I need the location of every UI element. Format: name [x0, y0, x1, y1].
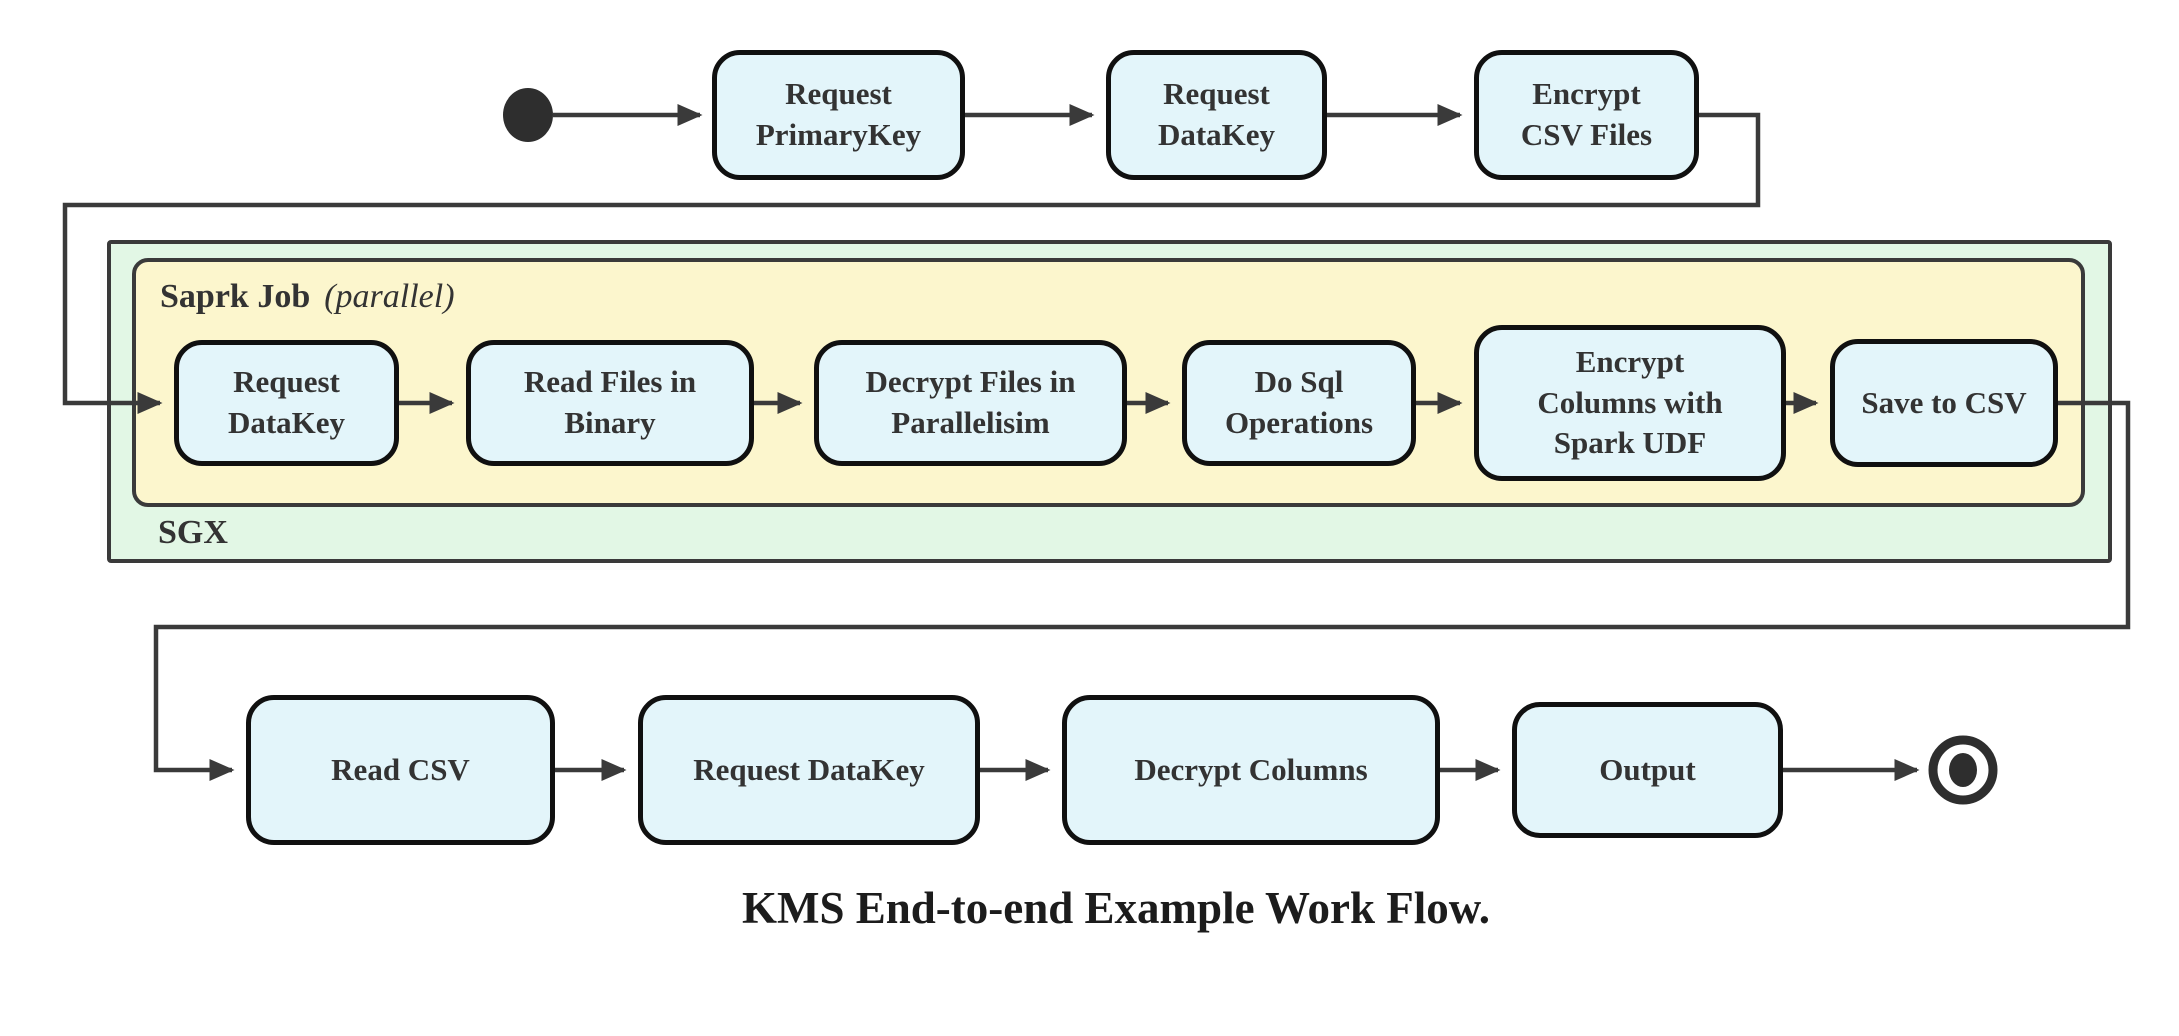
node-read-csv: Read CSV: [246, 695, 555, 845]
node-decrypt-columns: Decrypt Columns: [1062, 695, 1440, 845]
node-decrypt-files-in-parallelisim: Decrypt Files in Parallelisim: [814, 340, 1127, 466]
node-output: Output: [1512, 702, 1783, 838]
node-encrypt-csv-files: Encrypt CSV Files: [1474, 50, 1699, 180]
diagram-caption: KMS End-to-end Example Work Flow.: [741, 883, 1490, 933]
sgx-label: SGX: [158, 514, 228, 551]
node-request-primarykey: Request PrimaryKey: [712, 50, 965, 180]
node-read-files-in-binary: Read Files in Binary: [466, 340, 754, 466]
flow-arrows: [62, 104, 2131, 781]
arrow-savecsv-to-readcsv: [153, 400, 2131, 781]
start-node: [503, 88, 553, 142]
spark-job-label-text: Saprk Job: [160, 278, 311, 315]
spark-job-label: Saprk Job (parallel): [160, 278, 455, 316]
node-save-to-csv: Save to CSV: [1830, 339, 2058, 467]
arrow-encrypt-csv-to-sgx: [62, 112, 1761, 414]
end-node: [1928, 735, 1998, 805]
node-request-datakey-client: Request DataKey: [638, 695, 980, 845]
node-request-datakey: Request DataKey: [1106, 50, 1327, 180]
node-encrypt-columns-with-spark-udf: Encrypt Columns with Spark UDF: [1474, 325, 1786, 481]
node-do-sql-operations: Do Sql Operations: [1182, 340, 1416, 466]
node-request-datakey-sgx: Request DataKey: [174, 340, 399, 466]
spark-job-parallel-label: (parallel): [324, 278, 455, 315]
